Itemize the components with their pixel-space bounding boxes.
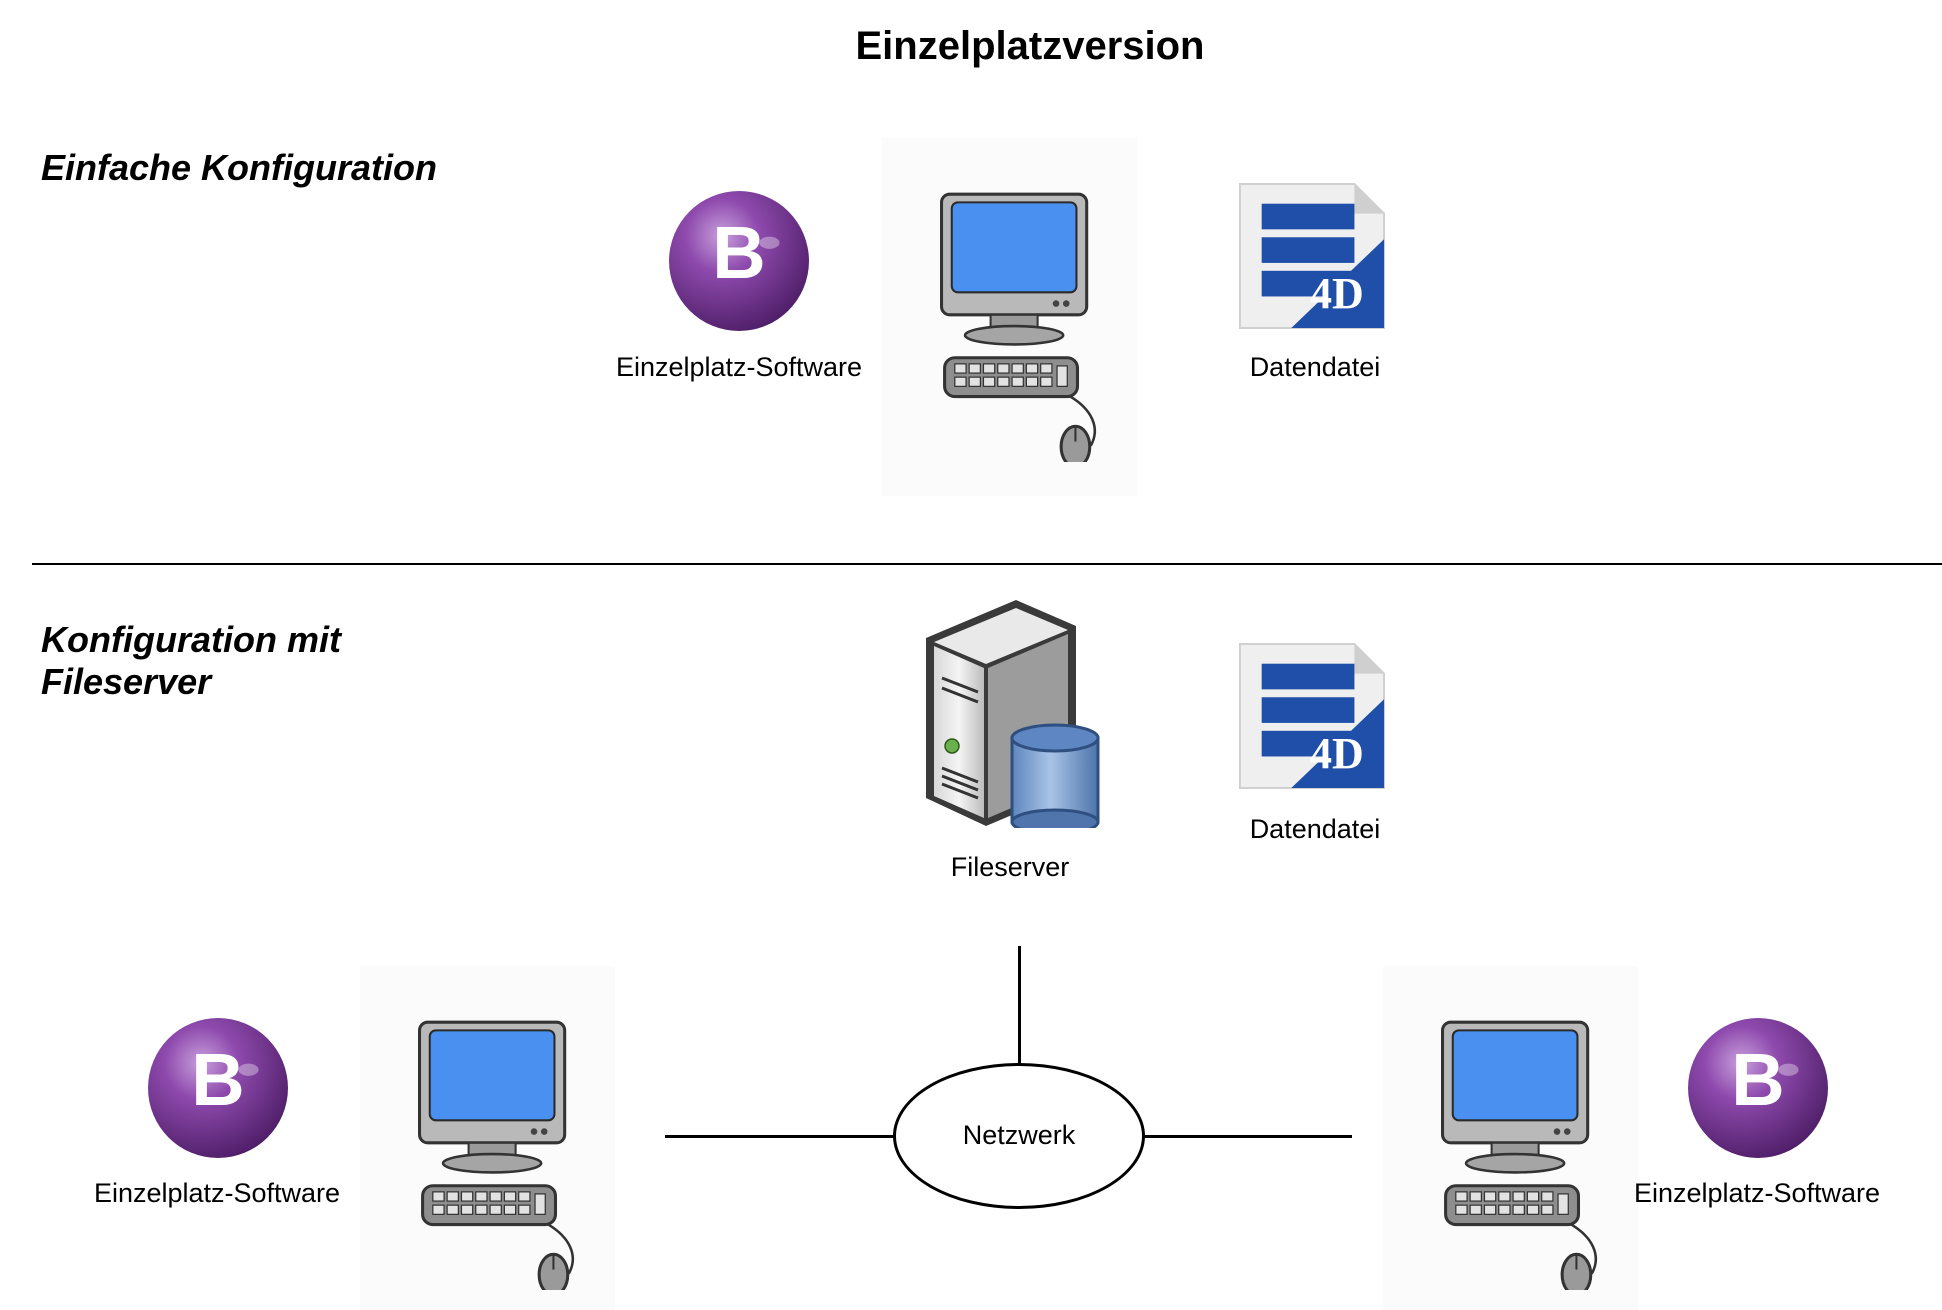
- fourd-text-bottom: 4D: [1310, 729, 1364, 778]
- b-letter-right: B: [1731, 1038, 1785, 1121]
- datafile-label-bottom: Datendatei: [1249, 814, 1381, 844]
- single-software-icon-left: B: [147, 1017, 289, 1159]
- network-node: [893, 1063, 1145, 1209]
- section-heading-simple: Einfache Konfiguration: [41, 147, 437, 188]
- computer-icon-left: [393, 1014, 581, 1290]
- wire-server-network: [1018, 946, 1021, 1064]
- single-software-label-top: Einzelplatz-Software: [615, 352, 863, 382]
- single-software-icon-right: B: [1687, 1017, 1829, 1159]
- network-label: Netzwerk: [962, 1120, 1076, 1150]
- section-heading-fileserver-line1: Konfiguration mit: [41, 619, 341, 660]
- datafile-icon-top: 4D: [1238, 182, 1386, 330]
- fileserver-label: Fileserver: [950, 852, 1070, 882]
- fileserver-icon: [916, 598, 1106, 828]
- wire-right-network: [1142, 1135, 1352, 1138]
- single-software-label-right: Einzelplatz-Software: [1633, 1178, 1881, 1208]
- section-heading-fileserver: Konfiguration mit Fileserver: [41, 619, 341, 703]
- section-heading-fileserver-line2: Fileserver: [41, 661, 212, 702]
- wire-left-network: [665, 1135, 895, 1138]
- single-software-icon-top: B: [668, 190, 810, 332]
- computer-icon-right: [1416, 1014, 1604, 1290]
- section-divider: [32, 563, 1942, 565]
- fourd-text: 4D: [1310, 269, 1364, 318]
- single-software-label-left: Einzelplatz-Software: [93, 1178, 341, 1208]
- b-letter: B: [712, 211, 766, 294]
- datafile-label-top: Datendatei: [1249, 352, 1381, 382]
- b-letter-left: B: [191, 1038, 245, 1121]
- datafile-icon-bottom: 4D: [1238, 642, 1386, 790]
- computer-icon-top: [915, 186, 1103, 462]
- diagram-title: Einzelplatzversion: [855, 24, 1205, 68]
